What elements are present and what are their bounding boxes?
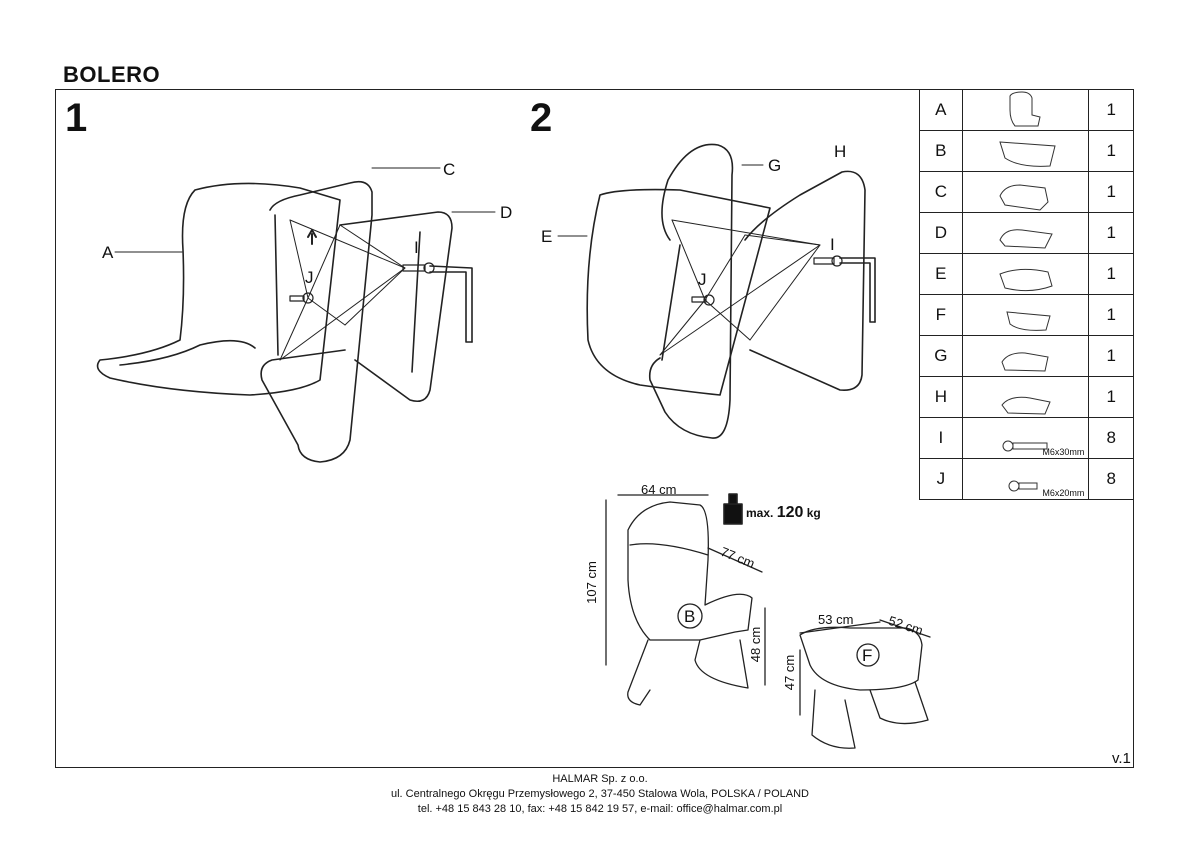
part-qty: 8 bbox=[1088, 417, 1134, 459]
step2-label-h: H bbox=[834, 142, 847, 161]
part-code: G bbox=[919, 335, 963, 377]
step2-frame-g bbox=[648, 143, 734, 439]
part-qty: 1 bbox=[1088, 212, 1134, 254]
step-2-number: 2 bbox=[530, 96, 553, 140]
part-code: A bbox=[919, 89, 963, 131]
part-qty: 1 bbox=[1088, 171, 1134, 213]
part-picture bbox=[961, 171, 1090, 213]
step1-frame-c bbox=[260, 180, 373, 463]
dimension-arrows bbox=[605, 494, 931, 716]
chair-height-dim: 107 cm bbox=[583, 561, 599, 604]
footer-company: HALMAR Sp. z o.o. bbox=[552, 773, 648, 785]
step2-label-j: J bbox=[698, 270, 707, 289]
seat-height-dim: 48 cm bbox=[748, 626, 764, 663]
step2-label-g: G bbox=[768, 156, 782, 175]
step1-frame-d bbox=[339, 211, 453, 403]
part-picture bbox=[961, 212, 1090, 254]
step1-label-d: D bbox=[500, 203, 513, 222]
weight-icon bbox=[723, 493, 743, 525]
part-picture bbox=[961, 376, 1090, 418]
step1-label-i: I bbox=[414, 238, 419, 257]
part-picture: M6x30mm bbox=[961, 417, 1090, 459]
step1-allen-key bbox=[429, 265, 473, 343]
screw-size-label: M6x30mm bbox=[1042, 447, 1085, 457]
part-picture bbox=[961, 253, 1090, 295]
step-1-number: 1 bbox=[65, 96, 88, 140]
part-qty: 1 bbox=[1088, 335, 1134, 377]
part-picture bbox=[961, 130, 1090, 172]
dimension-armchair bbox=[627, 501, 753, 706]
part-qty: 1 bbox=[1088, 89, 1134, 131]
part-qty: 1 bbox=[1088, 253, 1134, 295]
part-picture bbox=[961, 335, 1090, 377]
step1-label-a: A bbox=[102, 243, 114, 262]
part-picture: M6x20mm bbox=[961, 458, 1090, 500]
step2-bolt-lines bbox=[659, 219, 821, 356]
part-qty: 1 bbox=[1088, 376, 1134, 418]
step2-label-e: E bbox=[541, 227, 553, 246]
chair-cushion-label: B bbox=[684, 607, 696, 626]
stool-cushion-label: F bbox=[862, 646, 873, 665]
max-load: max. 120 kg bbox=[746, 504, 821, 522]
part-code: C bbox=[919, 171, 963, 213]
max-load-value: 120 bbox=[776, 504, 804, 521]
stool-width-dim: 53 cm bbox=[818, 612, 854, 627]
step1-bolt-lines bbox=[279, 219, 406, 361]
dimension-stool bbox=[799, 626, 929, 749]
product-title: BOLERO bbox=[63, 62, 161, 87]
stool-height-dim: 47 cm bbox=[782, 654, 798, 691]
version-label: v.1 bbox=[1112, 750, 1131, 767]
part-picture bbox=[961, 294, 1090, 336]
part-code: F bbox=[919, 294, 963, 336]
part-code: D bbox=[919, 212, 963, 254]
step2-bolt-i bbox=[813, 255, 843, 267]
part-qty: 1 bbox=[1088, 130, 1134, 172]
footer-contact: tel. +48 15 843 28 10, fax: +48 15 842 1… bbox=[417, 803, 783, 815]
part-qty: 8 bbox=[1088, 458, 1134, 500]
step1-label-c: C bbox=[443, 160, 456, 179]
step2-label-i: I bbox=[830, 235, 835, 254]
screw-size-label: M6x20mm bbox=[1042, 488, 1085, 498]
step2-frame-h bbox=[744, 170, 866, 392]
chair-width-dim: 64 cm bbox=[641, 482, 677, 497]
step1-chair-shell bbox=[96, 182, 341, 396]
step1-label-j: J bbox=[305, 268, 314, 287]
instruction-frame bbox=[55, 89, 1134, 768]
part-code: E bbox=[919, 253, 963, 295]
part-code: H bbox=[919, 376, 963, 418]
step1-bolt-i bbox=[402, 262, 435, 274]
part-qty: 1 bbox=[1088, 294, 1134, 336]
step2-stool-shell bbox=[586, 188, 771, 396]
step1-bolt-j bbox=[289, 292, 314, 304]
part-code: B bbox=[919, 130, 963, 172]
part-code: I bbox=[919, 417, 963, 459]
footer-address: ul. Centralnego Okręgu Przemysłowego 2, … bbox=[390, 788, 809, 800]
max-load-unit: kg bbox=[806, 506, 821, 520]
max-load-prefix: max. bbox=[746, 506, 774, 520]
step2-bolt-j bbox=[691, 294, 715, 306]
part-code: J bbox=[919, 458, 963, 500]
part-picture bbox=[961, 89, 1090, 131]
step2-allen-key bbox=[839, 257, 876, 323]
